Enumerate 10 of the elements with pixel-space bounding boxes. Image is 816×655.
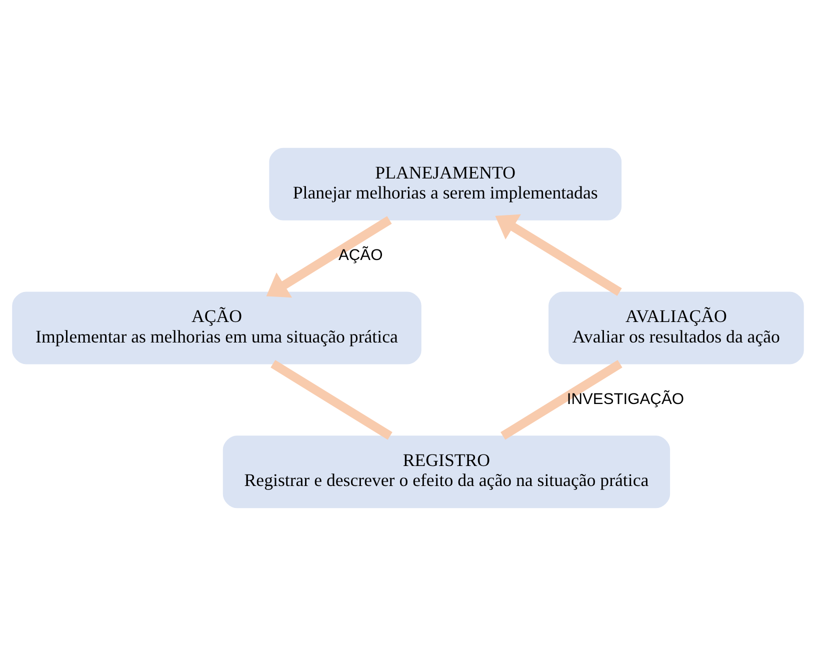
- connector: [500, 359, 622, 440]
- connector: [270, 359, 392, 440]
- node-box: AVALIAÇÃO Avaliar os resultados da ação: [548, 291, 804, 364]
- arrow: [495, 214, 622, 296]
- arrow: [266, 216, 392, 298]
- node-box: PLANEJAMENTO Planejar melhorias a serem implementadas: [269, 147, 622, 220]
- edge-label: INVESTIGAÇÃO: [566, 390, 684, 408]
- node-box: AÇÃO Implementar as melhorias em uma situação prática: [12, 291, 422, 364]
- edge-label: AÇÃO: [338, 246, 383, 264]
- node-box: REGISTRO Registrar e descrever o efeito da ação na situação prática: [222, 435, 670, 508]
